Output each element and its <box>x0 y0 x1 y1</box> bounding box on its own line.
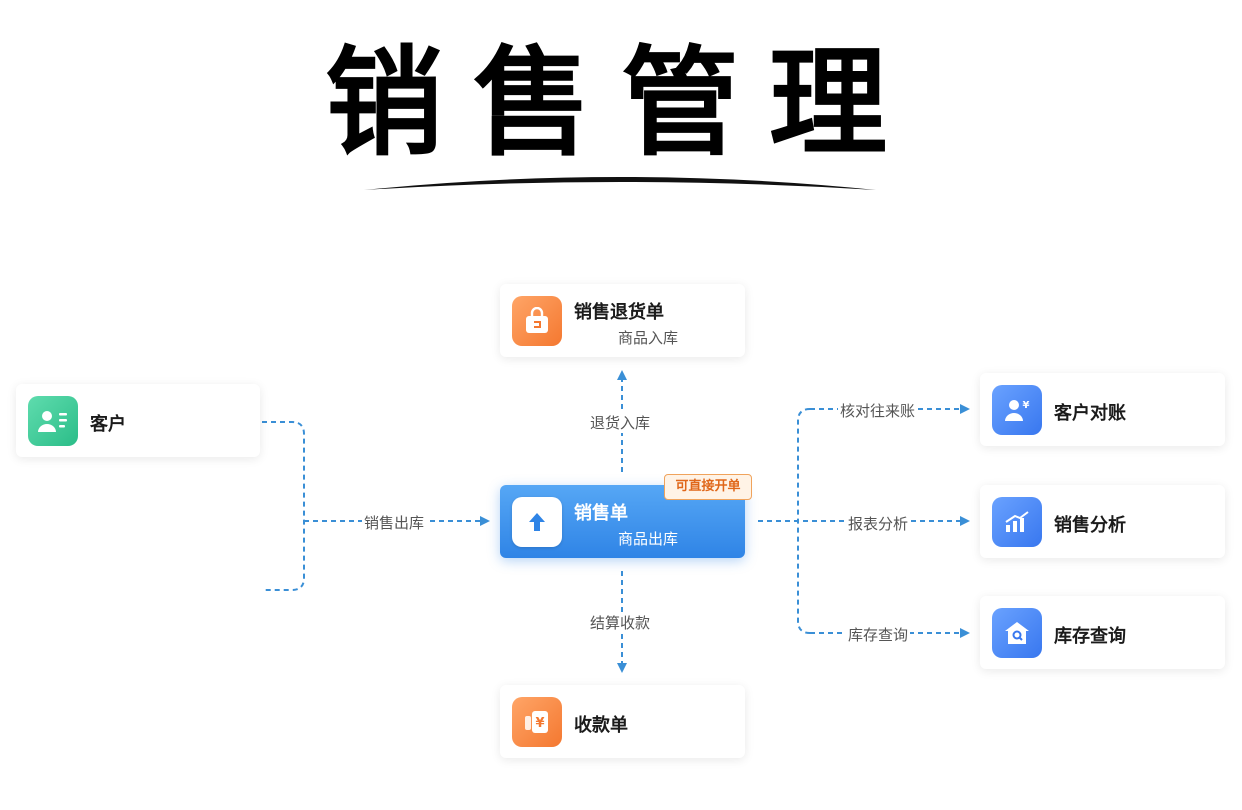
customer-yuan-icon: ¥ <box>992 385 1042 435</box>
receipt-title: 收款单 <box>574 715 628 736</box>
edge-label-stock: 库存查询 <box>846 624 911 645</box>
edge-label-sales-out: 销售出库 <box>362 512 427 533</box>
svg-text:¥: ¥ <box>535 716 544 731</box>
bar-chart-icon <box>992 497 1042 547</box>
sales-order-title: 销售单 <box>574 503 628 524</box>
sales-order-card[interactable]: 销售单 商品出库 <box>500 485 745 558</box>
sales-analysis-title: 销售分析 <box>1054 515 1126 536</box>
page-title: 销售管理 <box>324 34 917 172</box>
warehouse-search-icon <box>992 608 1042 658</box>
receipt-card[interactable]: ¥ 收款单 <box>500 685 745 758</box>
shopping-bag-icon <box>512 296 562 346</box>
svg-text:¥: ¥ <box>1023 400 1030 411</box>
edge-label-settle: 结算收款 <box>588 612 653 633</box>
direct-order-badge: 可直接开单 <box>664 474 752 500</box>
sales-return-title: 销售退货单 <box>574 302 664 323</box>
title-swoosh <box>364 177 876 190</box>
contact-card-icon <box>28 396 78 446</box>
sales-return-sub: 商品入库 <box>618 329 679 347</box>
customer-title: 客户 <box>90 414 126 435</box>
yuan-receipt-icon: ¥ <box>512 697 562 747</box>
customer-reconcile-title: 客户对账 <box>1054 403 1126 424</box>
upload-arrow-icon <box>512 497 562 547</box>
stock-query-card[interactable]: 库存查询 <box>980 596 1225 669</box>
edge-label-return-in: 退货入库 <box>588 412 653 433</box>
stock-query-title: 库存查询 <box>1054 626 1126 647</box>
edge-label-report: 报表分析 <box>846 513 911 534</box>
sales-order-sub: 商品出库 <box>618 530 679 548</box>
edge-label-reconcile: 核对往来账 <box>838 400 918 421</box>
customer-reconcile-card[interactable]: ¥ 客户对账 <box>980 373 1225 446</box>
customer-card[interactable]: 客户 <box>16 384 260 457</box>
sales-return-card[interactable]: 销售退货单 商品入库 <box>500 284 745 357</box>
sales-analysis-card[interactable]: 销售分析 <box>980 485 1225 558</box>
